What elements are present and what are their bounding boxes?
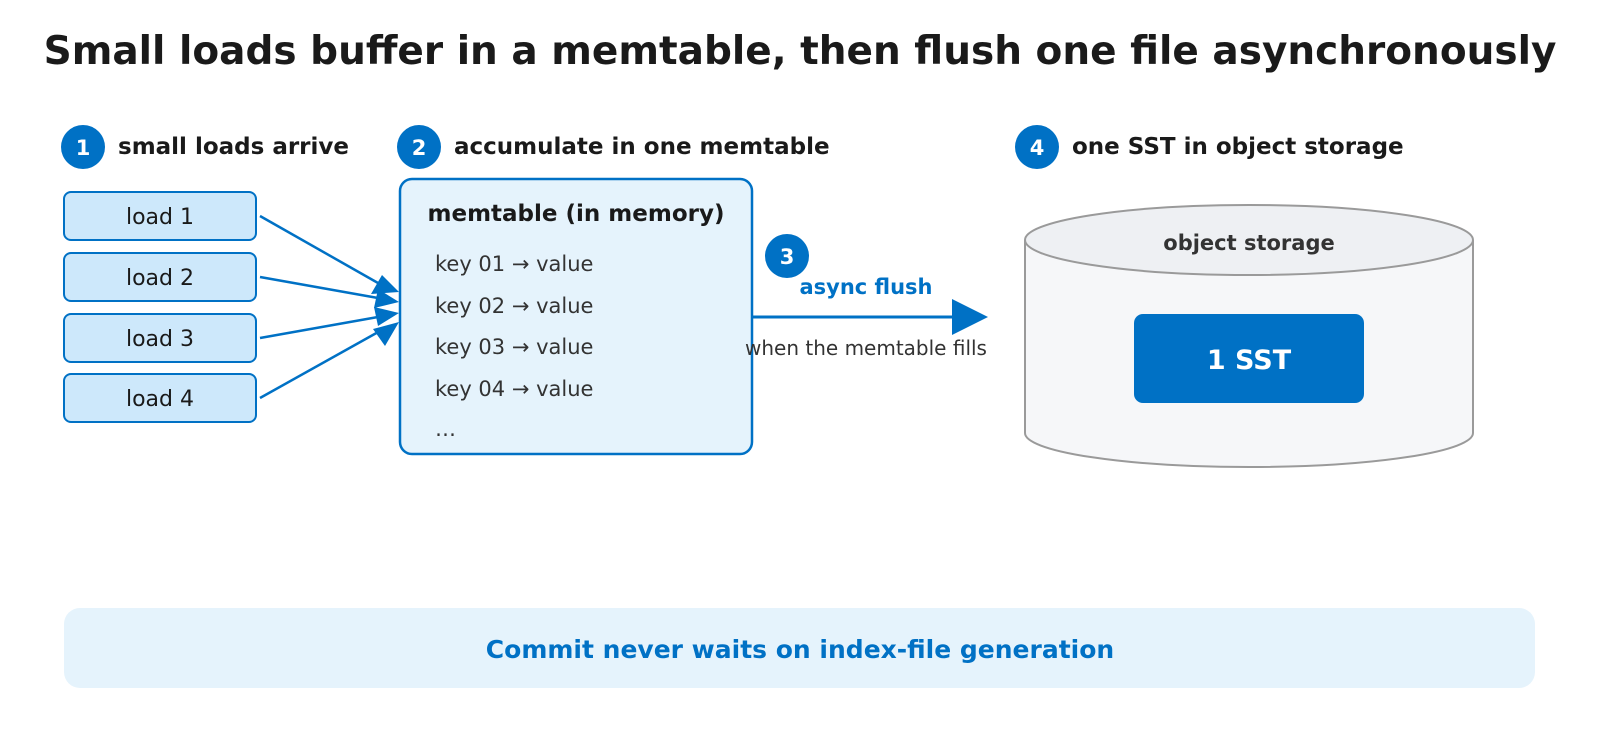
load-box (63, 373, 257, 423)
arrow-head (373, 322, 399, 346)
arrow-shaft (259, 275, 379, 300)
load-label: load 4 (126, 387, 194, 412)
flush-label: async flush (799, 275, 932, 299)
load-label: load 2 (126, 266, 194, 291)
sst-box (1134, 314, 1364, 403)
step-1-number: 1 (76, 136, 91, 160)
flush-step: 3 async flush when the memtable fills (745, 234, 988, 360)
memtable-row: key 03 → value (435, 335, 593, 359)
step-2-badge (397, 125, 441, 169)
memtable-row: key 01 → value (435, 252, 593, 276)
load-label: load 1 (126, 205, 194, 230)
object-storage: object storage 1 SST (1024, 204, 1474, 468)
diagram-title: Small loads buffer in a memtable, then f… (44, 29, 1557, 74)
step-1-badge (61, 125, 105, 169)
step-2-label: accumulate in one memtable (454, 134, 830, 160)
step-3-badge (765, 234, 809, 278)
step-2-header: 2 accumulate in one memtable (397, 125, 830, 169)
flush-arrow-head (952, 299, 988, 335)
footer-text: Commit never waits on index-file generat… (486, 635, 1114, 664)
load-list: load 1 load 2 load 3 load 4 (63, 191, 257, 423)
load-arrow (259, 322, 399, 400)
step-4-badge (1015, 125, 1059, 169)
storage-cylinder-top (1024, 204, 1474, 276)
step-4-number: 4 (1030, 136, 1045, 160)
arrow-head (374, 307, 399, 326)
memtable-row: … (435, 417, 456, 441)
memtable-row: key 04 → value (435, 377, 593, 401)
load-box (63, 252, 257, 302)
load-arrow (259, 275, 399, 308)
load-arrows (259, 214, 399, 400)
step-3-number: 3 (780, 245, 795, 269)
step-4-label: one SST in object storage (1072, 134, 1404, 160)
load-arrow (259, 214, 399, 294)
sst-label: 1 SST (1207, 345, 1292, 376)
load-item: load 1 (63, 191, 257, 241)
load-item: load 3 (63, 313, 257, 363)
arrow-head (371, 275, 399, 294)
load-item: load 2 (63, 252, 257, 302)
flush-sublabel: when the memtable fills (745, 336, 987, 360)
footer-box (64, 608, 1535, 688)
footer-banner: Commit never waits on index-file generat… (64, 608, 1535, 688)
arrow-shaft (259, 315, 379, 340)
arrow-head (374, 289, 399, 308)
arrow-shaft (259, 214, 379, 285)
memtable: memtable (in memory) key 01 → value key … (398, 177, 754, 456)
step-2-number: 2 (412, 136, 427, 160)
step-1-label: small loads arrive (118, 134, 349, 160)
storage-label: object storage (1163, 231, 1334, 255)
load-box (63, 313, 257, 363)
load-label: load 3 (126, 327, 194, 352)
load-box (63, 191, 257, 241)
load-item: load 4 (63, 373, 257, 423)
load-arrow (259, 307, 399, 340)
memtable-title: memtable (in memory) (428, 201, 725, 227)
memtable-row: key 02 → value (435, 294, 593, 318)
step-1-header: 1 small loads arrive (61, 125, 349, 169)
arrow-shaft (259, 329, 381, 400)
step-4-header: 4 one SST in object storage (1015, 125, 1404, 169)
